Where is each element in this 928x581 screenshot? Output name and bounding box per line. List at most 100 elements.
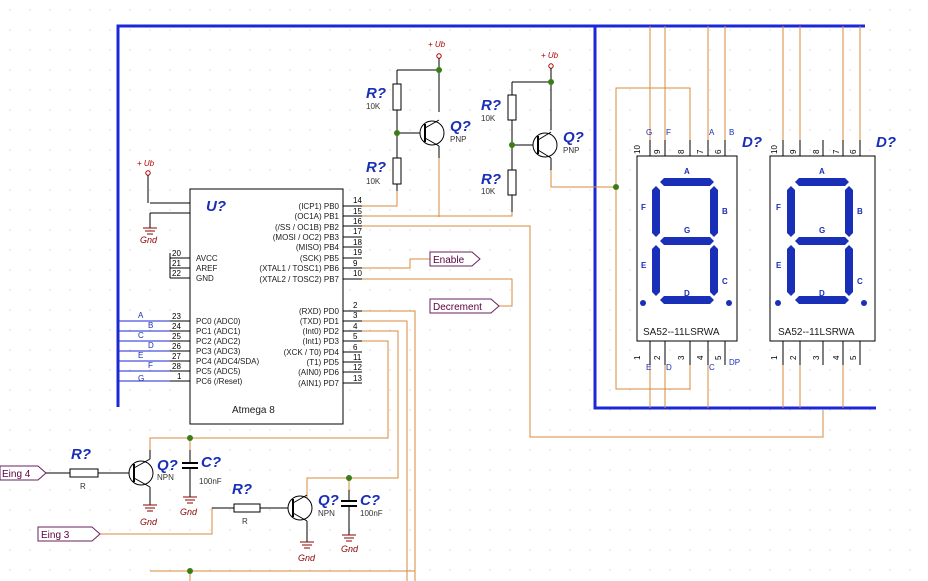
svg-text:5: 5: [353, 332, 358, 341]
svg-text:27: 27: [172, 352, 181, 361]
signal-wires: [100, 26, 861, 581]
svg-text:Gnd: Gnd: [140, 235, 158, 245]
port-decrement[interactable]: Decrement: [429, 298, 500, 314]
svg-text:4: 4: [696, 355, 705, 360]
svg-text:(XCK / T0) PD4: (XCK / T0) PD4: [284, 348, 340, 357]
display-part: SA52--11LSRWA: [778, 327, 855, 338]
svg-text:C: C: [722, 277, 728, 286]
svg-text:E: E: [641, 261, 647, 270]
seven-segment-display-2[interactable]: D? SA52--11LSRWA 10 9 8 7 6 1 2 3 4 5: [769, 134, 896, 365]
svg-text:F: F: [666, 128, 671, 137]
driver-pnp-1[interactable]: + Ub R? 10K R? 10K Q? PNP: [366, 40, 471, 191]
resistor-r3: [507, 94, 517, 121]
svg-text:G: G: [684, 226, 690, 235]
svg-text:(MISO) PB4: (MISO) PB4: [296, 243, 340, 252]
svg-text:C: C: [709, 363, 715, 372]
svg-text:(XTAL1 / TOSC1) PB6: (XTAL1 / TOSC1) PB6: [259, 264, 339, 273]
port-enable[interactable]: Enable: [429, 251, 481, 267]
svg-text:10K: 10K: [366, 102, 381, 111]
seven-segment-display-1[interactable]: D? SA52--11LSRWA 10 9 8 7 6 1 2 3 4 5 G …: [633, 128, 762, 372]
svg-text:Gnd: Gnd: [298, 553, 316, 563]
resistor-r5: [69, 468, 99, 478]
svg-text:13: 13: [353, 374, 362, 383]
svg-text:R?: R?: [366, 85, 386, 102]
svg-text:9: 9: [789, 149, 798, 154]
svg-text:F: F: [641, 203, 646, 212]
svg-text:PC4 (ADC4/SDA): PC4 (ADC4/SDA): [196, 357, 259, 366]
svg-text:(MOSI / OC2) PB3: (MOSI / OC2) PB3: [273, 233, 340, 242]
svg-text:Q?: Q?: [450, 118, 471, 135]
pin-num: 21: [172, 259, 181, 268]
svg-text:Q?: Q?: [318, 492, 339, 509]
svg-text:C: C: [857, 277, 863, 286]
svg-text:PC6 (/Reset): PC6 (/Reset): [196, 377, 243, 386]
svg-text:DP: DP: [729, 358, 740, 367]
svg-text:3: 3: [812, 355, 821, 360]
svg-text:16: 16: [353, 217, 362, 226]
pin-num: 20: [172, 249, 181, 258]
svg-text:A: A: [138, 311, 144, 320]
pin-num: 22: [172, 269, 181, 278]
mcu-body: [189, 188, 344, 425]
resistor-r4: [507, 169, 517, 196]
svg-text:E: E: [138, 351, 143, 360]
input-stage-3[interactable]: R? R Q? NPN Gnd C? 100nF Gnd: [212, 481, 383, 563]
mcu-power-symbol: + Ub: [137, 159, 155, 203]
svg-text:8: 8: [812, 149, 821, 154]
svg-text:5: 5: [714, 355, 723, 360]
svg-text:Q?: Q?: [157, 457, 178, 474]
display-pin-leads: [782, 140, 861, 365]
wire-junctions: [187, 67, 619, 574]
svg-text:10K: 10K: [481, 187, 496, 196]
svg-text:2: 2: [789, 355, 798, 360]
transistor-pnp-1: [419, 120, 445, 146]
svg-text:G: G: [819, 226, 825, 235]
svg-text:10: 10: [770, 145, 779, 154]
svg-text:D?: D?: [876, 134, 896, 151]
svg-text:14: 14: [353, 196, 362, 205]
svg-text:5: 5: [849, 355, 858, 360]
svg-text:9: 9: [353, 259, 358, 268]
svg-text:R: R: [80, 482, 86, 491]
svg-text:Eing 4: Eing 4: [2, 469, 31, 480]
svg-text:19: 19: [353, 248, 362, 257]
svg-text:Gnd: Gnd: [140, 517, 158, 527]
svg-text:4: 4: [353, 322, 358, 331]
svg-text:B: B: [857, 207, 863, 216]
svg-text:+ Ub: + Ub: [428, 40, 446, 49]
svg-text:Enable: Enable: [433, 255, 465, 266]
mcu[interactable]: U? Atmega 8 20 21 22 AVCC AREF GND 23 24: [118, 188, 362, 425]
input-stage-4[interactable]: R? R Q? NPN Gnd C? 100nF Gnd: [46, 446, 222, 527]
resistor-r6: [233, 503, 261, 513]
bus-taps: A B C D E F G: [118, 311, 170, 383]
svg-text:1: 1: [177, 372, 182, 381]
svg-text:(Int0) PD2: (Int0) PD2: [303, 327, 340, 336]
svg-text:(Int1) PD3: (Int1) PD3: [303, 337, 340, 346]
svg-text:C?: C?: [201, 454, 221, 471]
port-eing3[interactable]: Eing 3: [37, 526, 101, 542]
svg-text:(XTAL2 / TOSC2) PB7: (XTAL2 / TOSC2) PB7: [259, 275, 339, 284]
svg-text:R?: R?: [71, 446, 91, 463]
display-part: SA52--11LSRWA: [643, 327, 720, 338]
svg-text:B: B: [722, 207, 728, 216]
svg-text:D: D: [819, 289, 825, 298]
svg-text:Gnd: Gnd: [180, 507, 198, 517]
svg-text:PNP: PNP: [563, 146, 579, 155]
driver-pnp-2[interactable]: + Ub R? 10K R? 10K Q? PNP: [481, 51, 584, 212]
svg-text:A: A: [684, 167, 690, 176]
svg-text:100nF: 100nF: [360, 509, 383, 518]
svg-text:PC5 (ADC5): PC5 (ADC5): [196, 367, 241, 376]
svg-text:(AIN1) PD7: (AIN1) PD7: [298, 379, 339, 388]
svg-text:7: 7: [696, 149, 705, 154]
svg-text:PC3 (ADC3): PC3 (ADC3): [196, 347, 241, 356]
svg-text:Decrement: Decrement: [433, 302, 482, 313]
svg-text:24: 24: [172, 322, 181, 331]
svg-text:PC2 (ADC2): PC2 (ADC2): [196, 337, 241, 346]
data-bus: [116, 24, 876, 410]
svg-text:(OC1A) PB1: (OC1A) PB1: [295, 212, 340, 221]
svg-text:10: 10: [633, 145, 642, 154]
svg-text:D: D: [666, 363, 672, 372]
svg-text:D: D: [148, 341, 154, 350]
port-eing4[interactable]: Eing 4: [0, 465, 47, 481]
